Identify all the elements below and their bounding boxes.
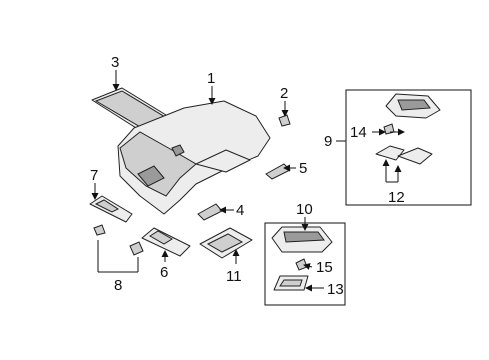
- callout-11: 11: [226, 268, 242, 285]
- part-4-handle: [197, 203, 223, 221]
- part-9-dome-lamp: [385, 93, 441, 119]
- part-8-clip-right: [129, 241, 144, 256]
- part-11-console: [199, 227, 253, 259]
- callout-15: 15: [316, 259, 333, 276]
- part-13-lens: [273, 275, 309, 291]
- callout-10: 10: [296, 201, 313, 218]
- callout-2: 2: [280, 85, 288, 102]
- callout-6: 6: [160, 264, 168, 281]
- part-1-headliner: [117, 100, 271, 215]
- callout-8: 8: [114, 277, 122, 294]
- group-9-box: [345, 89, 472, 206]
- part-10-map-lamp: [271, 226, 333, 253]
- part-12-lens-left: [375, 145, 405, 161]
- part-15-bulb: [295, 258, 308, 271]
- callout-7: 7: [90, 167, 98, 184]
- leader-lines: [91, 70, 405, 292]
- callout-5: 5: [299, 160, 307, 177]
- part-6-sunvisor: [141, 227, 191, 257]
- callout-14: 14: [350, 124, 367, 141]
- part-2-clip: [278, 114, 291, 127]
- callout-1: 1: [207, 70, 215, 87]
- part-5-handle: [265, 163, 291, 180]
- part-12-lens-right: [397, 147, 433, 165]
- callout-13: 13: [327, 281, 344, 298]
- part-8-clip-left: [93, 224, 106, 236]
- part-7-sunvisor: [89, 195, 133, 223]
- callout-12: 12: [388, 189, 405, 206]
- callout-4: 4: [236, 202, 244, 219]
- callout-3: 3: [111, 54, 119, 71]
- callout-9: 9: [324, 133, 332, 150]
